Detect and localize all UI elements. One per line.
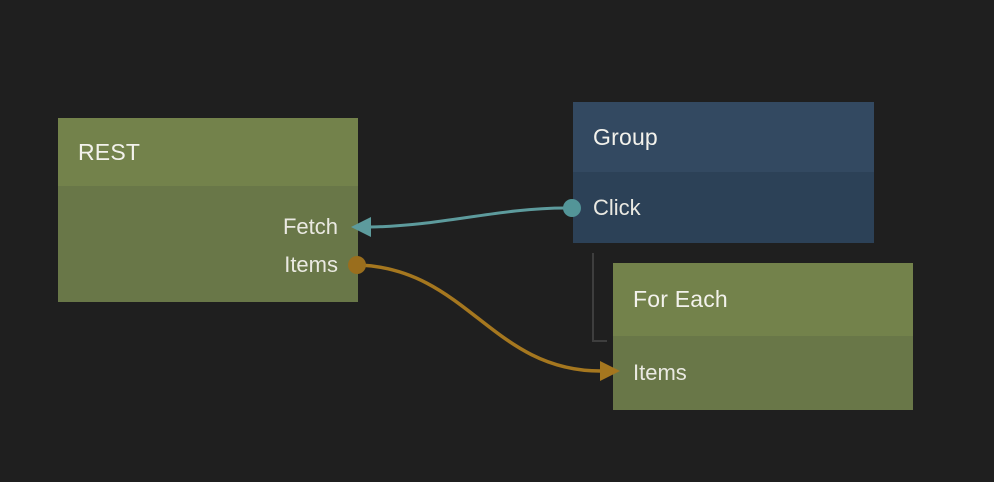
node-foreach[interactable]: For Each Items [613,263,913,410]
port-label: Items [284,252,338,277]
node-rest[interactable]: REST Fetch Items [58,118,358,302]
node-title: Group [593,123,658,150]
port-label: Click [593,194,641,220]
node-title: For Each [633,286,728,312]
port-items-in[interactable]: Items [633,354,687,392]
node-group[interactable]: Group Click [573,102,874,243]
port-items-out[interactable]: Items [284,246,338,284]
wire-items-to-items[interactable] [359,263,602,373]
node-rest-body: Fetch Items [58,186,358,302]
node-title: REST [78,138,141,165]
wire-click-to-fetch[interactable] [369,206,567,229]
group-child-link [592,253,607,342]
arrowhead-fetch-icon [351,217,371,237]
node-rest-header[interactable]: REST [58,118,358,186]
node-foreach-body: Items [613,336,913,410]
port-click[interactable]: Click [593,189,641,227]
node-foreach-header[interactable]: For Each [613,263,913,336]
port-fetch[interactable]: Fetch [283,208,338,246]
port-dot-items-icon[interactable] [348,256,366,274]
port-label: Fetch [282,214,338,239]
port-dot-click-icon[interactable] [563,199,581,217]
node-group-body: Click [573,172,874,243]
port-label: Items [633,360,687,385]
arrowhead-items-icon [600,361,620,381]
node-group-header[interactable]: Group [573,102,874,172]
